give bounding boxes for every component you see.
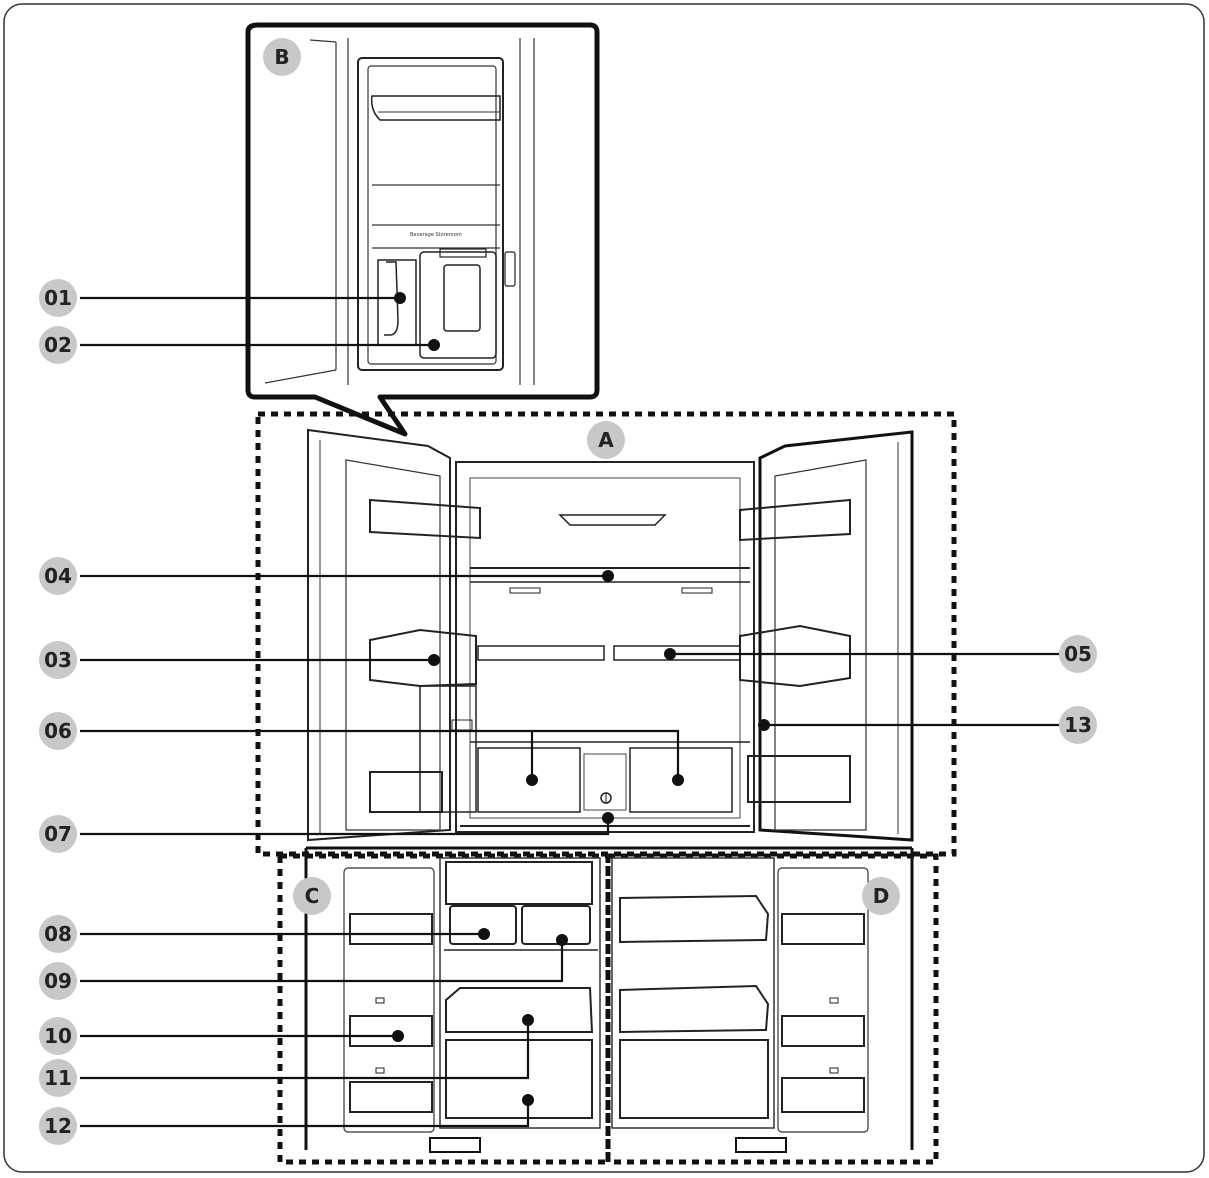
beverage-storeroom-label: Beverage Storeroom [410, 232, 462, 238]
zone-label-b: B [274, 45, 289, 69]
outer-frame [3, 3, 1205, 1173]
zone-badge-a: A [587, 421, 625, 459]
callout-label-01: 01 [44, 286, 72, 310]
callout-badge-06: 06 [39, 712, 77, 750]
callout-label-13: 13 [1064, 713, 1092, 737]
zone-badge-b: B [263, 38, 301, 76]
callout-label-03: 03 [44, 648, 72, 672]
zone-label-d: D [873, 884, 890, 908]
inset-b: Beverage Storeroom [245, 22, 600, 437]
callout-badge-08: 08 [39, 915, 77, 953]
fridge-compartment [307, 428, 914, 842]
callout-badge-11: 11 [39, 1059, 77, 1097]
callout-badge-01: 01 [39, 279, 77, 317]
zone-label-a: A [598, 428, 614, 452]
zone-d-outline [605, 853, 939, 1165]
callout-badge-05: 05 [1059, 635, 1097, 673]
zone-badge-d: D [862, 877, 900, 915]
callout-label-06: 06 [44, 719, 72, 743]
callout-label-08: 08 [44, 922, 72, 946]
callout-dots [392, 292, 770, 1106]
callout-badge-04: 04 [39, 557, 77, 595]
callout-label-10: 10 [44, 1024, 72, 1048]
zone-label-c: C [305, 884, 320, 908]
callout-badge-09: 09 [39, 962, 77, 1000]
callout-label-07: 07 [44, 822, 72, 846]
callout-badge-10: 10 [39, 1017, 77, 1055]
callout-badge-12: 12 [39, 1107, 77, 1145]
callout-label-12: 12 [44, 1114, 72, 1138]
zone-badge-c: C [293, 877, 331, 915]
callout-badge-13: 13 [1059, 706, 1097, 744]
callout-badge-07: 07 [39, 815, 77, 853]
zone-c-outline [277, 853, 611, 1165]
lower-compartments [304, 846, 914, 1153]
callout-label-04: 04 [44, 564, 72, 588]
callout-label-02: 02 [44, 333, 72, 357]
callout-badge-03: 03 [39, 641, 77, 679]
callout-label-09: 09 [44, 969, 72, 993]
callout-label-05: 05 [1064, 642, 1092, 666]
callout-label-11: 11 [44, 1066, 72, 1090]
inset-b-callout-frame [245, 22, 600, 437]
callout-badge-02: 02 [39, 326, 77, 364]
